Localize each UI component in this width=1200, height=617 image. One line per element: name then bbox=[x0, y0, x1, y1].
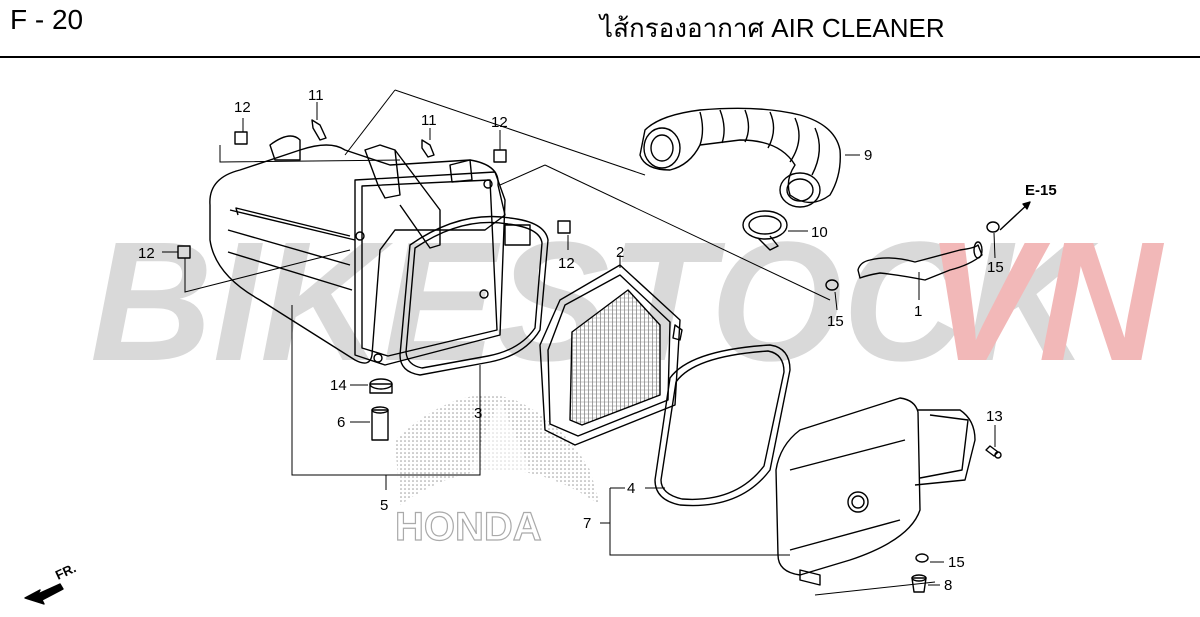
clip-12-middle bbox=[557, 220, 571, 234]
case-gasket bbox=[399, 215, 549, 376]
clip-12-top-middle bbox=[493, 149, 507, 163]
callout-15: 15 bbox=[948, 554, 965, 571]
callout-9: 9 bbox=[864, 147, 872, 164]
clip-15-lower bbox=[915, 553, 929, 563]
leader-lines bbox=[162, 89, 996, 596]
callout-15: 15 bbox=[827, 313, 844, 330]
callout-8: 8 bbox=[944, 577, 952, 594]
bolt-11-right bbox=[421, 139, 435, 158]
air-filter-element bbox=[539, 264, 681, 446]
cover-gasket bbox=[654, 344, 791, 507]
callout-3: 3 bbox=[474, 405, 482, 422]
callout-7: 7 bbox=[583, 515, 591, 532]
header-divider bbox=[0, 56, 1200, 58]
callout-6: 6 bbox=[337, 414, 345, 431]
callout-1: 1 bbox=[914, 303, 922, 320]
callout-2: 2 bbox=[616, 244, 624, 261]
drain-tube bbox=[857, 244, 983, 281]
callout-11: 11 bbox=[421, 112, 437, 129]
logo-text: HONDA bbox=[395, 505, 542, 549]
watermark-text-right: VN bbox=[925, 207, 1164, 397]
callout-14: 14 bbox=[330, 377, 347, 394]
front-arrow bbox=[24, 583, 64, 605]
clip-15-upper bbox=[986, 221, 1000, 233]
screw-13 bbox=[985, 445, 999, 457]
callout-5: 5 bbox=[380, 497, 388, 514]
callout-12: 12 bbox=[491, 114, 508, 131]
callout-11: 11 bbox=[308, 87, 324, 104]
callout-10: 10 bbox=[811, 224, 828, 241]
callout-4: 4 bbox=[627, 480, 635, 497]
diagram-title: ไส้กรองอากาศ AIR CLEANER bbox=[600, 13, 945, 43]
parts-linework bbox=[24, 107, 1031, 605]
inlet-duct bbox=[639, 107, 841, 204]
callout-12: 12 bbox=[558, 255, 575, 272]
tube-6 bbox=[371, 409, 389, 441]
callout-labels: 12 11 11 12 12 12 2 9 10 1 15 15 E-15 13… bbox=[53, 87, 1057, 594]
honda-logo: HONDA bbox=[394, 395, 600, 550]
case-flange bbox=[354, 171, 506, 366]
front-label: FR. bbox=[53, 560, 78, 582]
diagram-code: F - 20 bbox=[10, 4, 84, 35]
duct-band bbox=[742, 210, 788, 240]
clip-12-top-left bbox=[234, 131, 248, 145]
bolt-11-left bbox=[311, 119, 327, 141]
callout-15: 15 bbox=[987, 259, 1004, 276]
callout-12: 12 bbox=[138, 245, 155, 262]
air-cleaner-cover bbox=[775, 397, 921, 576]
clip-15-middle bbox=[825, 279, 839, 291]
grommet-14 bbox=[369, 383, 393, 394]
callout-12: 12 bbox=[234, 99, 251, 116]
drain-plug bbox=[911, 577, 927, 593]
reference-e15: E-15 bbox=[1025, 182, 1057, 199]
callout-13: 13 bbox=[986, 408, 1003, 425]
